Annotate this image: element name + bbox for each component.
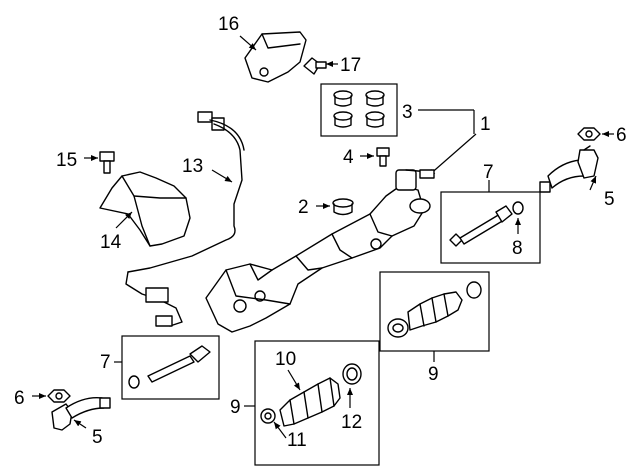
- part-1-steering-gear: [205, 169, 435, 333]
- part-7-inner-tie-rod-right: [449, 201, 524, 247]
- callout-6a: 6: [14, 388, 25, 409]
- part-5-tie-rod-end-top: [539, 145, 599, 193]
- callout-15: 15: [56, 150, 77, 171]
- part-7-box-right: [440, 191, 541, 264]
- callout-12: 12: [341, 412, 362, 433]
- callout-1: 1: [480, 114, 491, 135]
- callout-3: 3: [402, 102, 413, 123]
- part-9-boot-right: [387, 281, 482, 338]
- callout-7b: 7: [483, 162, 494, 183]
- callout-13: 13: [182, 156, 203, 177]
- callout-6b: 6: [616, 125, 627, 146]
- part-6-nut-left: [47, 389, 71, 403]
- callout-14: 14: [100, 232, 122, 253]
- part-11-clamp: [260, 408, 276, 424]
- part-5-tie-rod-end-left: [51, 397, 111, 431]
- part-2-bushing: [332, 198, 354, 216]
- part-3-bushings: [333, 90, 385, 128]
- part-15-bolt: [99, 151, 115, 174]
- part-13-wire-harness: [125, 111, 245, 327]
- part-10-boot: [279, 377, 341, 427]
- part-3-box: [320, 83, 398, 137]
- callout-4: 4: [343, 147, 354, 168]
- callout-2: 2: [298, 197, 309, 218]
- callout-9b: 9: [428, 364, 439, 385]
- callout-16: 16: [218, 14, 239, 35]
- part-4-bolt: [376, 147, 390, 167]
- callout-8: 8: [512, 238, 523, 259]
- part-14-shield: [99, 171, 191, 247]
- callout-17: 17: [340, 55, 361, 76]
- part-12-clamp: [342, 363, 362, 385]
- part-17-bolt: [303, 57, 327, 75]
- callout-10: 10: [275, 349, 296, 370]
- part-9-box-left: [254, 340, 380, 466]
- callout-11: 11: [287, 430, 307, 451]
- callout-5a: 5: [92, 427, 103, 448]
- part-16-heat-shield: [244, 31, 307, 83]
- callout-7a: 7: [100, 352, 111, 373]
- part-7-inner-tie-rod-left: [128, 345, 211, 389]
- part-7-box-left: [121, 335, 220, 400]
- part-6-nut-top: [577, 127, 601, 141]
- callout-5b: 5: [604, 189, 615, 210]
- callout-9a: 9: [230, 397, 241, 418]
